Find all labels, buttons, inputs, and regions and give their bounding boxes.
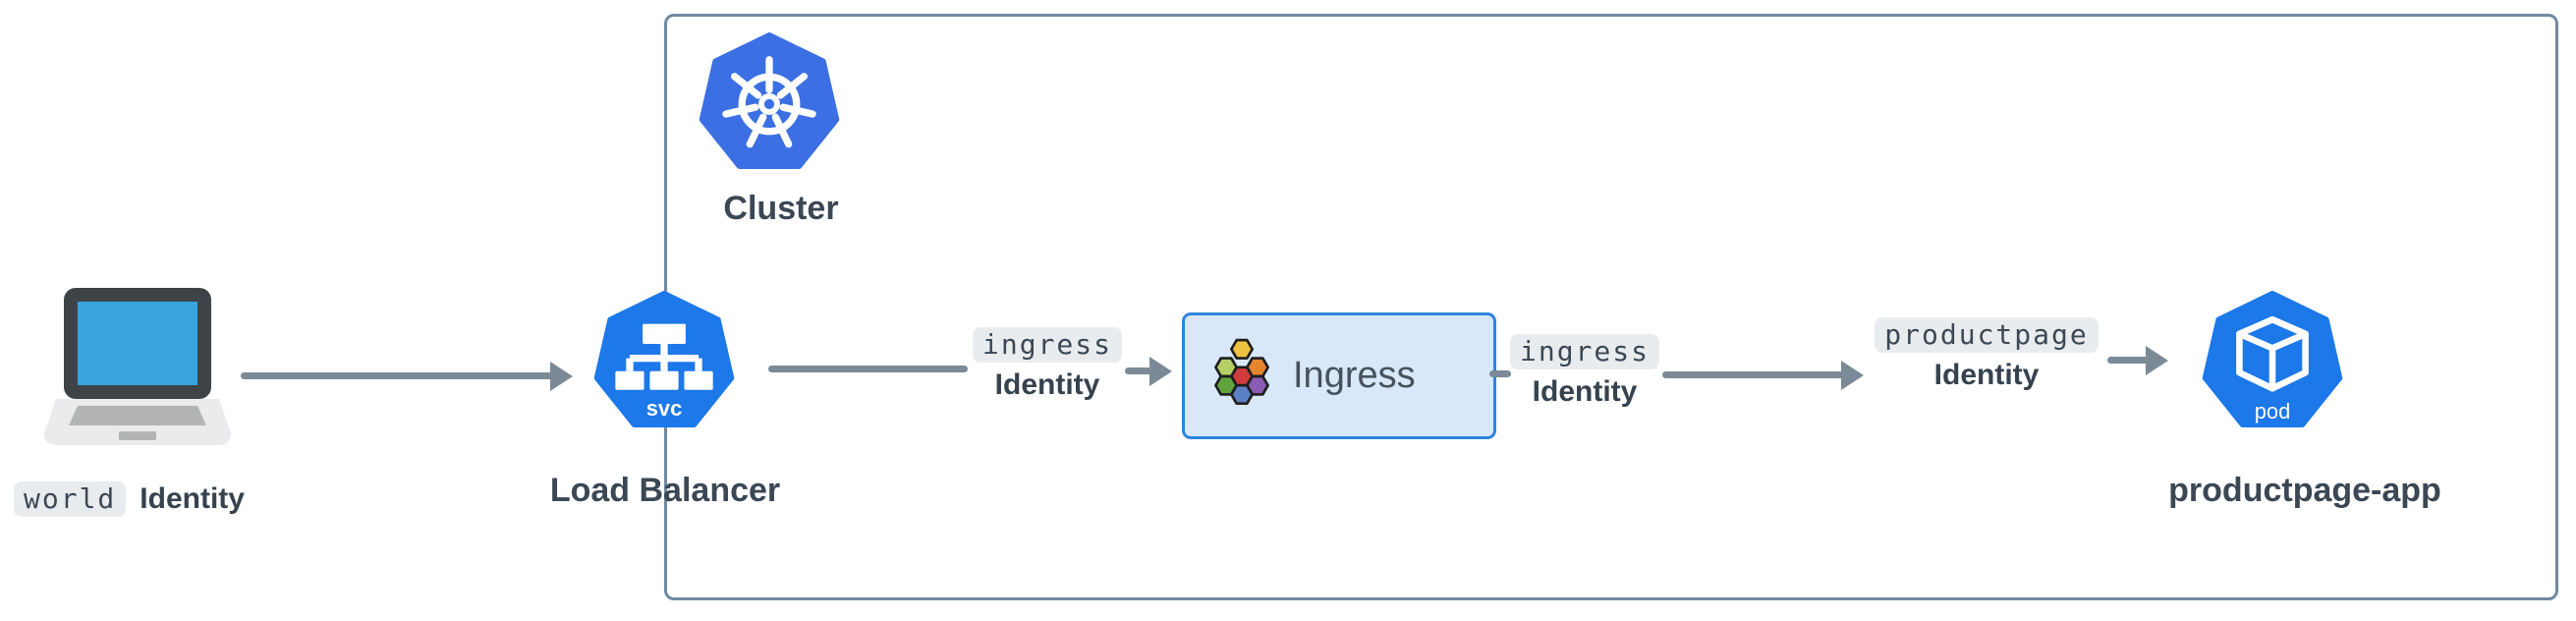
ingress-node: Ingress (1182, 312, 1496, 439)
edge-identity-label: Identity (1933, 359, 2040, 391)
kubernetes-cluster-icon (699, 32, 840, 169)
edge-line (241, 372, 553, 379)
pod-badge: pod (2255, 399, 2291, 423)
edge-line (1489, 370, 1511, 377)
edge-label-ingress-out: ingress Identity (1486, 334, 1683, 409)
edge-line (2107, 357, 2149, 364)
service-icon: svc (593, 291, 735, 427)
productpage-badge: productpage (1875, 317, 2099, 353)
edge-label-lb-to-ingress: ingress Identity (949, 327, 1146, 402)
laptop-icon (44, 288, 231, 445)
istio-ingress-icon (1214, 338, 1269, 405)
svc-badge: svc (646, 396, 683, 421)
ingress-badge: ingress (972, 327, 1122, 363)
cluster-label: Cluster (723, 190, 839, 227)
load-balancer-label: Load Balancer (549, 472, 781, 509)
world-badge: world (14, 481, 127, 517)
arrow-right-icon (1841, 361, 1864, 390)
pod-icon: pod (2202, 291, 2343, 427)
edge-line (1125, 367, 1152, 374)
edge-identity-label: Identity (1532, 375, 1638, 408)
edge-identity-label: Identity (994, 368, 1100, 401)
edge-line (768, 366, 968, 372)
edge-line (1662, 371, 1844, 378)
arrow-right-icon (1149, 357, 1172, 386)
arrow-right-icon (550, 362, 573, 391)
edge-label-productpage: productpage Identity (1859, 317, 2114, 392)
client-caption: world Identity (14, 481, 245, 517)
pod-label: productpage-app (2168, 472, 2441, 509)
arrow-right-icon (2146, 346, 2168, 375)
ingress-label: Ingress (1293, 355, 1416, 396)
ingress-badge: ingress (1509, 334, 1659, 369)
client-identity-label: Identity (140, 482, 245, 515)
